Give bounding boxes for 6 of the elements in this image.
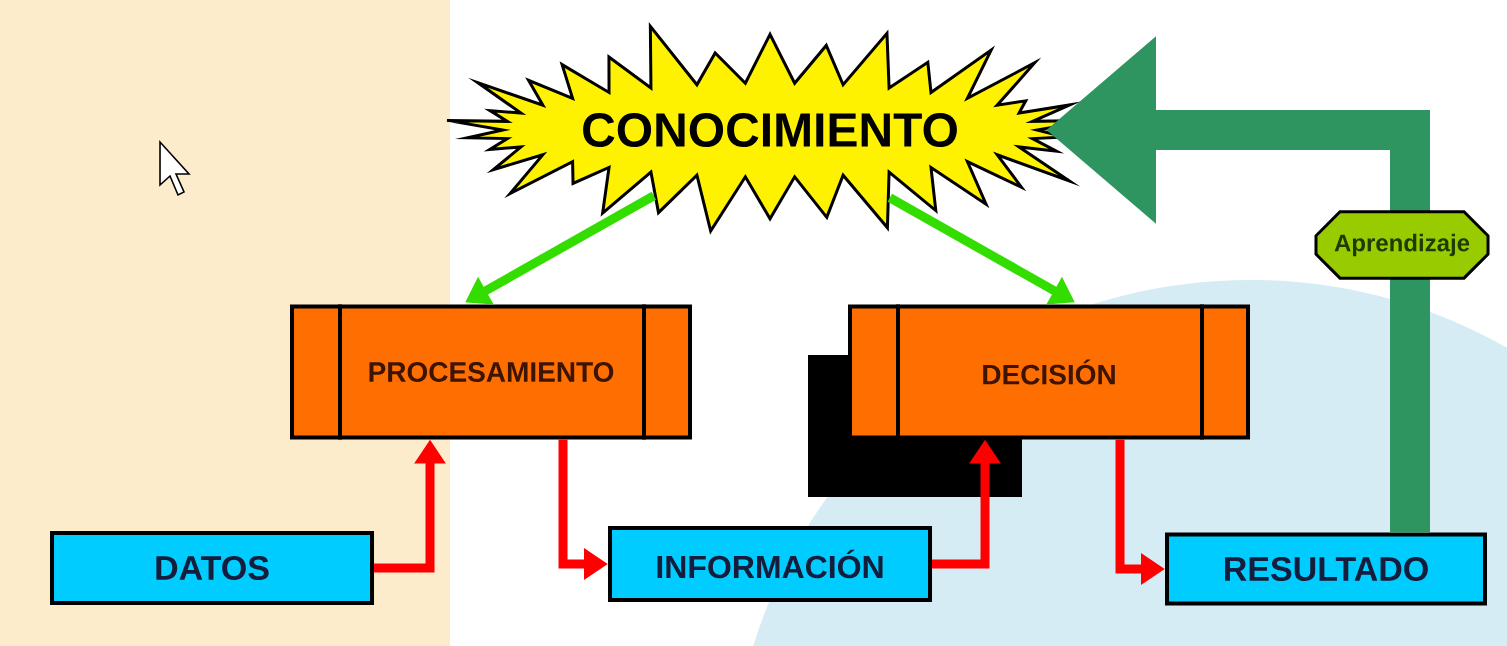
data-box: RESULTADO [1165,532,1487,606]
process-box: PROCESAMIENTO [290,304,692,440]
process-box: DECISIÓN [848,304,1250,440]
edge-label: Aprendizaje [1314,210,1490,280]
data-box: INFORMACIÓN [608,526,932,602]
data-box: DATOS [50,531,374,605]
